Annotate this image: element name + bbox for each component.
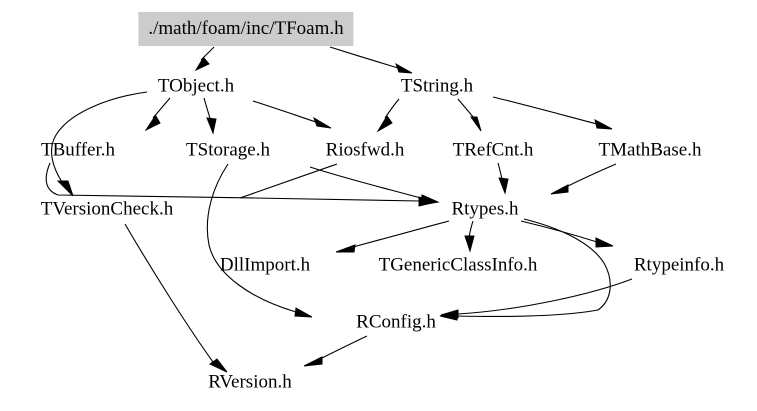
node-rtypeinfo[interactable]: Rtypeinfo.h: [633, 254, 725, 276]
node-trefcnt[interactable]: TRefCnt.h: [452, 139, 534, 161]
node-rversion[interactable]: RVersion.h: [208, 371, 292, 393]
node-tstring[interactable]: TString.h: [400, 75, 474, 97]
node-tbuffer[interactable]: TBuffer.h: [40, 139, 116, 161]
edge-tstring-to-riosfwd: [376, 98, 400, 133]
edge-tobject-to-tbuffer: [144, 97, 171, 132]
edge-rconfig-to-rversion: [303, 335, 368, 367]
edge-tfoam-to-tobject: [194, 46, 215, 72]
node-tversioncheck[interactable]: TVersionCheck.h: [40, 198, 174, 220]
edge-riosfwd-to-rtypes: [239, 163, 440, 206]
edge-rtypes-to-dllimport: [335, 220, 450, 253]
node-dllimport[interactable]: DllImport.h: [219, 254, 311, 276]
edge-rtypeinfo-to-rconfig: [440, 278, 633, 319]
edge-tobject-to-riosfwd: [252, 100, 332, 129]
edge-tobject-to-tstorage: [203, 97, 217, 135]
edge-tstorage-to-rconfig: [206, 163, 313, 318]
node-tgenericclassinfo[interactable]: TGenericClassInfo.h: [378, 254, 538, 276]
edge-tversioncheck-to-rversion: [124, 223, 228, 373]
node-tfoam[interactable]: ./math/foam/inc/TFoam.h: [138, 12, 354, 46]
node-rconfig[interactable]: RConfig.h: [356, 311, 436, 333]
node-tmathbase[interactable]: TMathBase.h: [598, 139, 702, 161]
node-tobject[interactable]: TObject.h: [157, 75, 235, 97]
node-rtypes[interactable]: Rtypes.h: [451, 198, 519, 220]
edge-tobject-to-tversioncheck: [51, 91, 148, 197]
node-riosfwd[interactable]: Riosfwd.h: [325, 139, 405, 161]
edge-rtypes-to-tgenericci: [464, 220, 475, 253]
edge-tfoam-to-tstring: [329, 46, 413, 74]
node-tstorage[interactable]: TStorage.h: [186, 139, 270, 161]
edge-tstring-to-trefcnt: [457, 98, 482, 132]
edge-trefcnt-to-rtypes: [497, 162, 509, 195]
edge-tmathbase-to-rtypes: [550, 163, 617, 195]
edge-tstring-to-tmathbase: [492, 96, 613, 130]
